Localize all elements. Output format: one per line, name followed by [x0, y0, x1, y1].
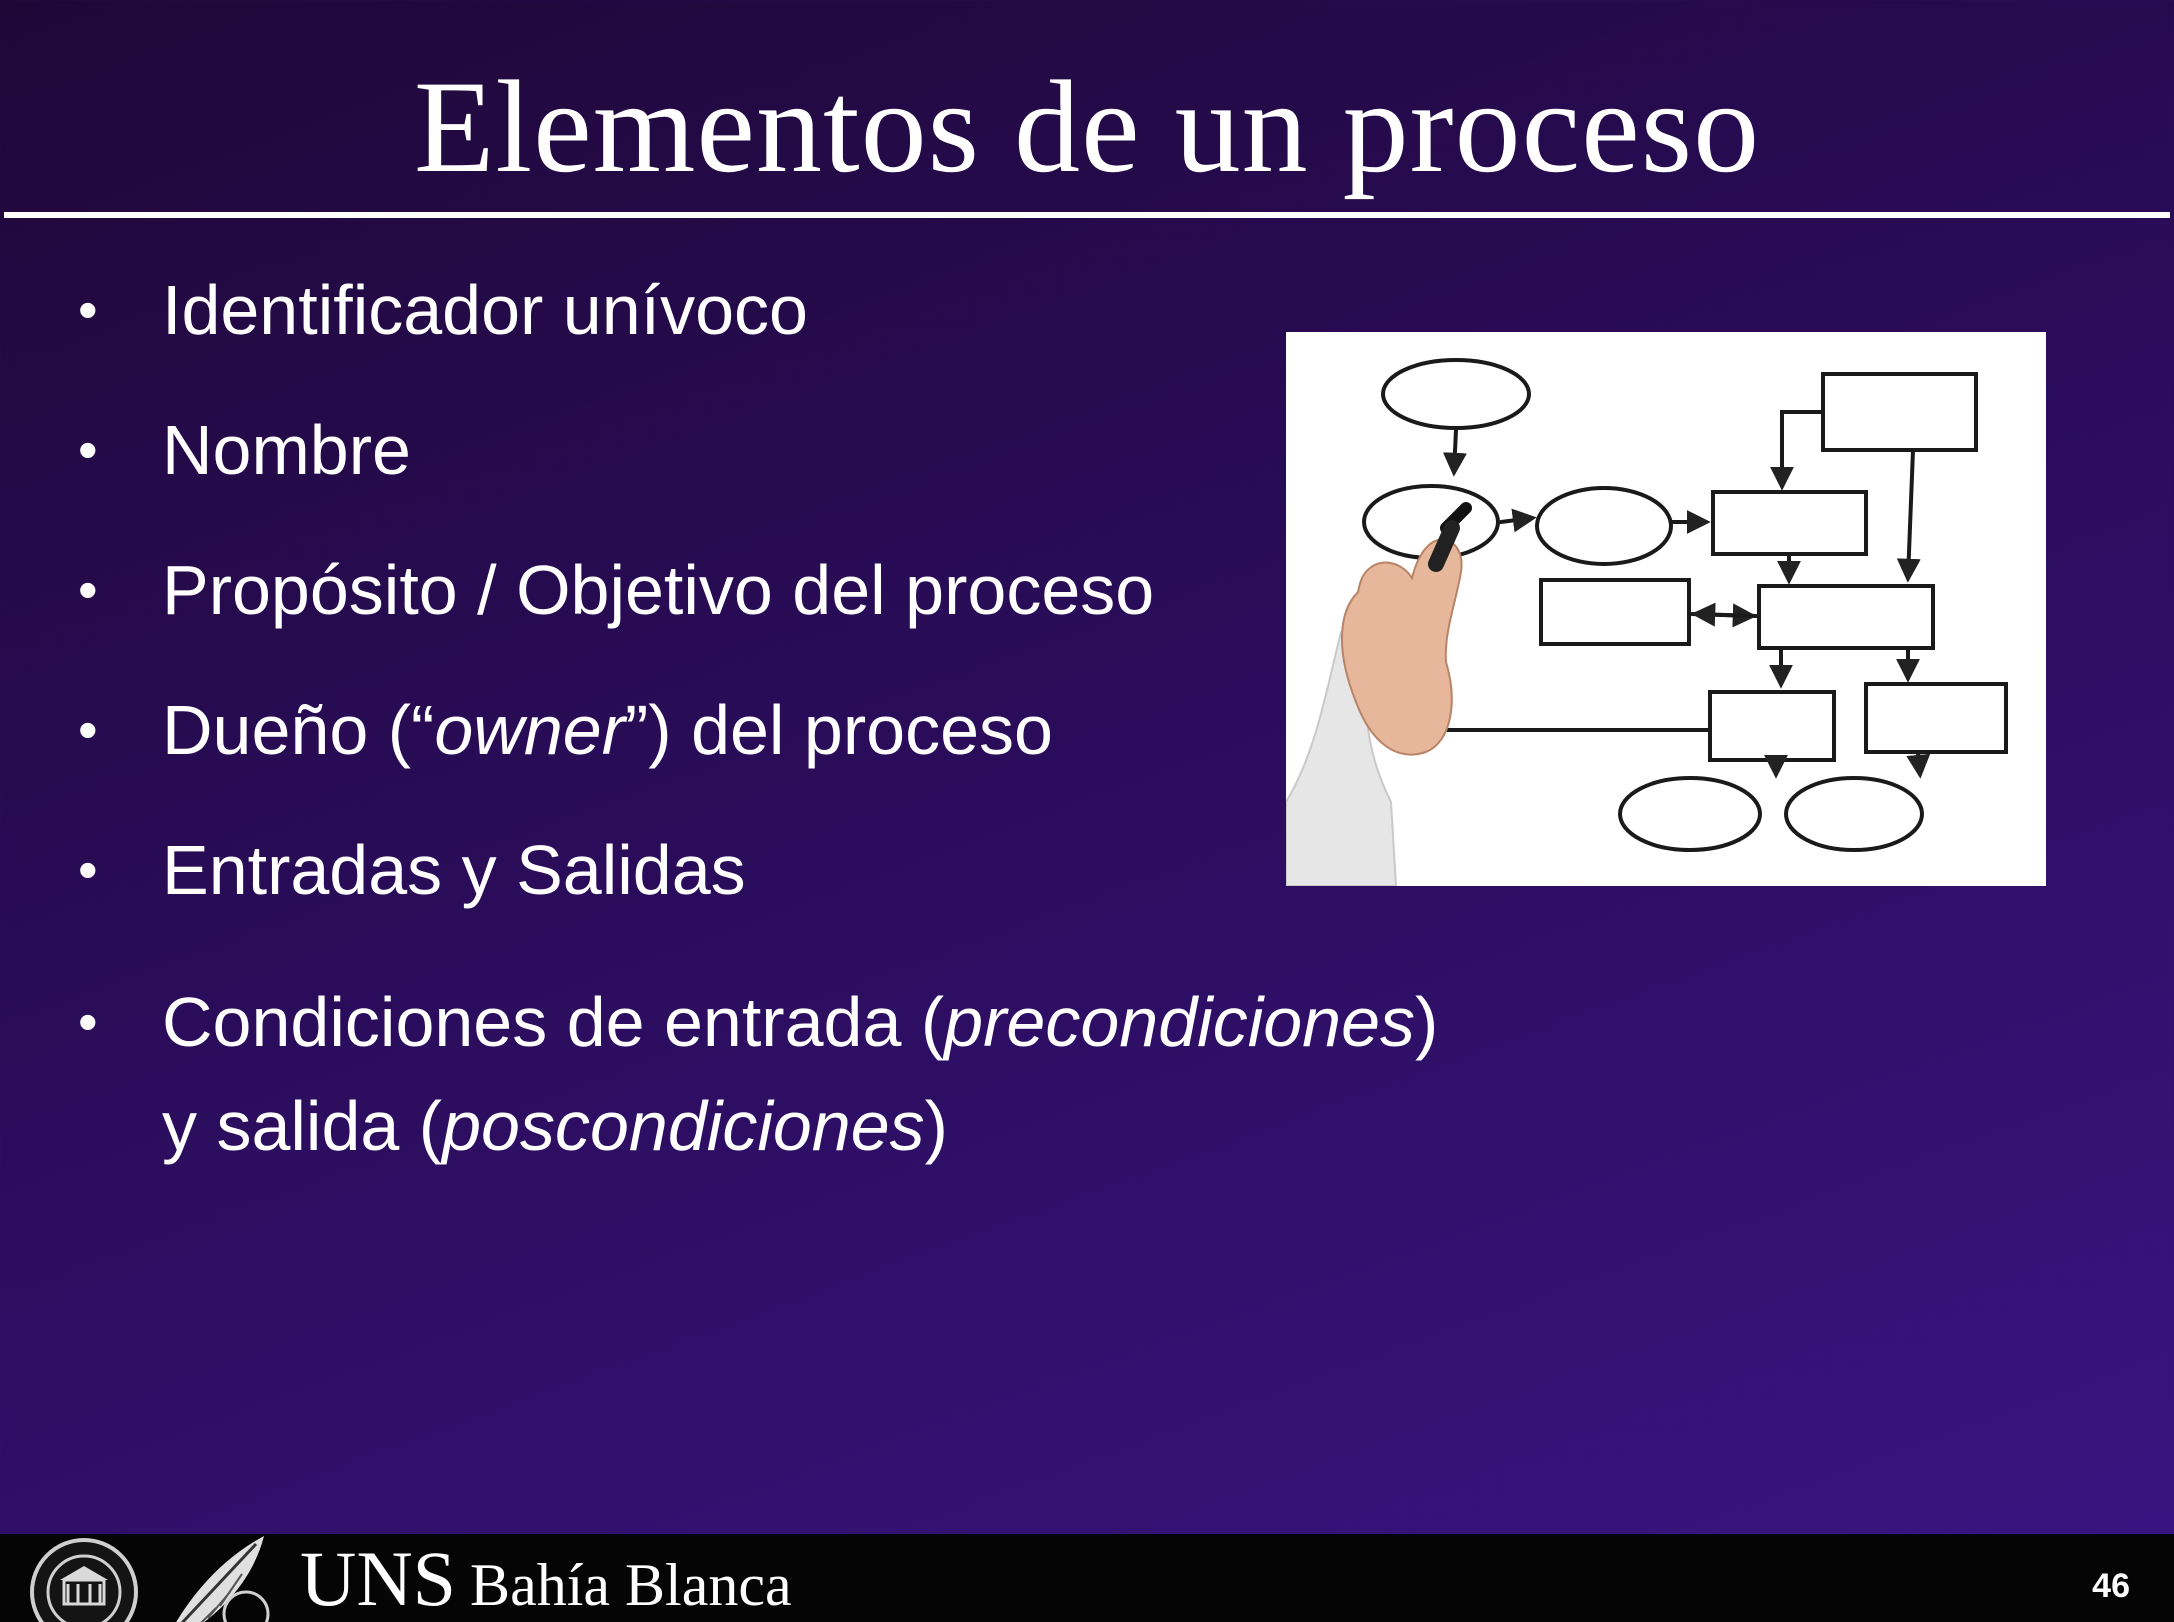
flow-ellipse-start — [1381, 358, 1531, 430]
bullet-item-conditions: • Condiciones de entrada (precondiciones… — [78, 970, 1582, 1178]
page-number: 46 — [2092, 1567, 2130, 1605]
title-divider — [4, 212, 2170, 218]
bullet-text: Dueño (“owner”) del proceso — [162, 691, 1053, 769]
conditions-line2-after: ) — [924, 1087, 948, 1165]
bullet-item-name: • Nombre — [78, 410, 1582, 490]
flow-box-left — [1539, 578, 1691, 646]
conditions-line2-italic: poscondiciones — [442, 1087, 925, 1165]
brand-uns: UNS — [300, 1535, 457, 1622]
conditions-line1-before: Condiciones de entrada ( — [162, 983, 945, 1061]
bullet-dot: • — [78, 558, 98, 621]
bullet-dot: • — [78, 418, 98, 481]
bullet-item-purpose: • Propósito / Objetivo del proceso — [78, 550, 1582, 630]
bullet-dot: • — [78, 838, 98, 901]
bullet-text: Propósito / Objetivo del proceso — [162, 551, 1155, 629]
bullet-item-identifier: • Identificador unívoco — [78, 270, 1582, 350]
owner-text-italic: owner — [434, 691, 625, 769]
conditions-line2-before: y salida ( — [162, 1087, 443, 1165]
conditions-line1-italic: precondiciones — [944, 983, 1416, 1061]
hand-illustration — [1286, 502, 1472, 886]
university-seal-icon — [28, 1536, 140, 1622]
slide-title: Elementos de un proceso — [413, 53, 1761, 200]
owner-text-after: ”) del proceso — [625, 691, 1053, 769]
flowchart-illustration — [1286, 358, 2008, 886]
footer-bar — [0, 1534, 2174, 1622]
owner-text-before: Dueño (“ — [162, 691, 435, 769]
bullet-text: Nombre — [162, 411, 411, 489]
flow-ellipse-end-right — [1784, 776, 1924, 852]
flow-ellipse-middle — [1535, 486, 1673, 566]
bullet-text: Identificador unívoco — [162, 271, 808, 349]
bullet-text: Condiciones de entrada (precondiciones) y… — [162, 983, 1438, 1165]
flow-box-top-right — [1821, 372, 1978, 452]
bullet-text: Entradas y Salidas — [162, 831, 746, 909]
bullet-item-inputs-outputs: • Entradas y Salidas — [78, 830, 1582, 910]
bullet-dot: • — [78, 990, 98, 1053]
quill-feather-icon — [156, 1532, 276, 1622]
brand-city: Bahía Blanca — [470, 1552, 792, 1618]
flow-ellipse-end-left — [1618, 776, 1762, 852]
flow-box-lower-left — [1708, 690, 1836, 762]
flow-box-center — [1757, 584, 1935, 650]
hand-drawing-flowchart-image — [1286, 332, 2046, 886]
bullet-dot: • — [78, 698, 98, 761]
flow-box-upper — [1711, 490, 1868, 556]
bullet-item-owner: • Dueño (“owner”) del proceso — [78, 690, 1582, 770]
bullet-dot: • — [78, 278, 98, 341]
flow-box-lower-right — [1864, 682, 2008, 754]
bullet-list: • Identificador unívoco • Nombre • Propó… — [78, 270, 1582, 1238]
conditions-line1-after: ) — [1415, 983, 1439, 1061]
